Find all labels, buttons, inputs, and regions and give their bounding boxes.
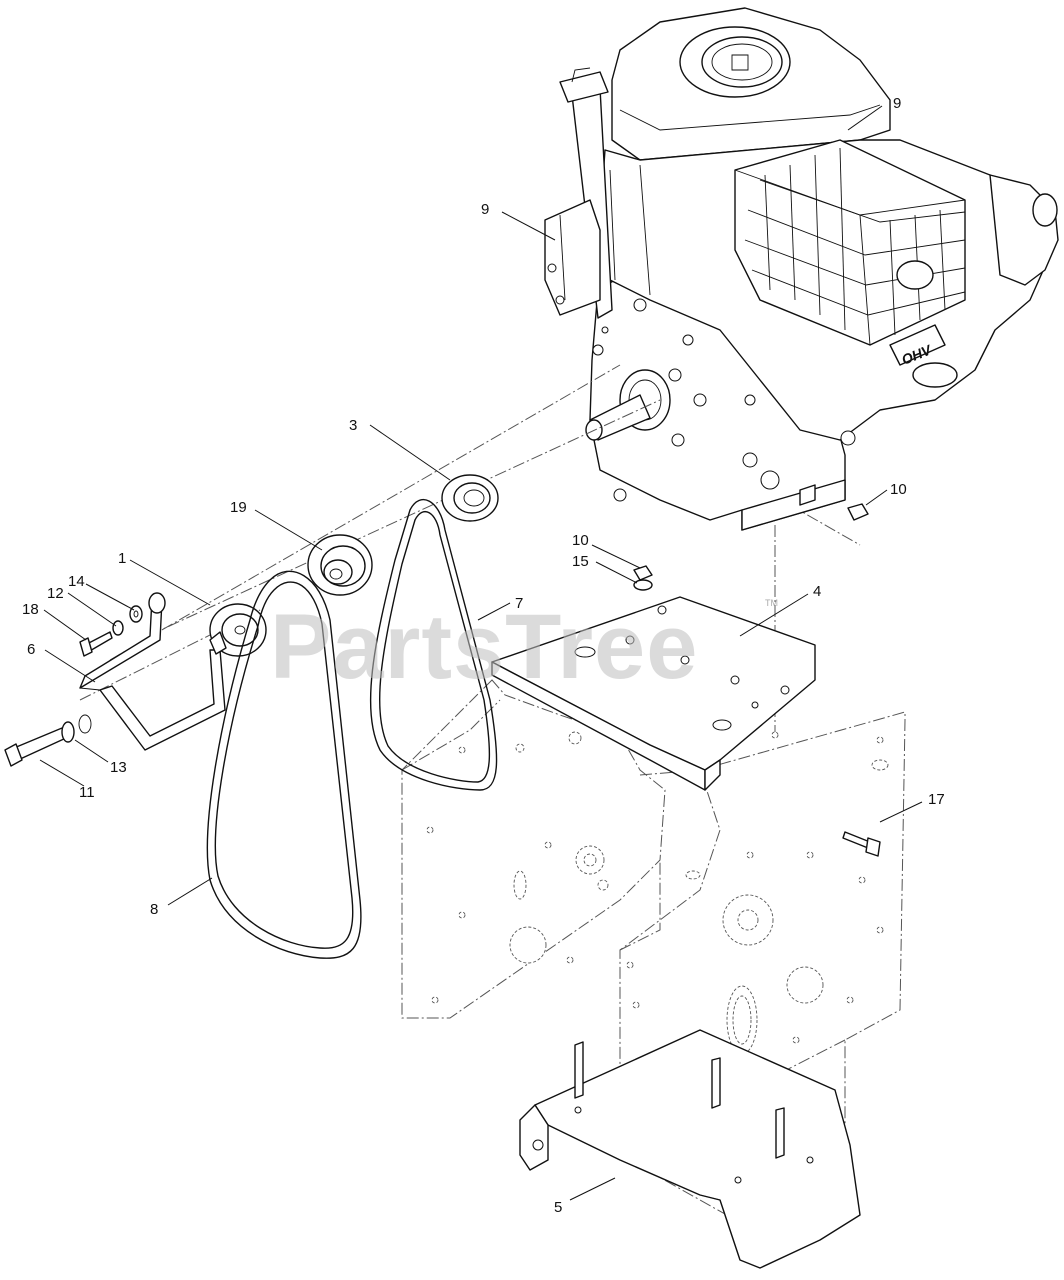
- callout-19: 19: [230, 499, 247, 516]
- callout-17: 17: [928, 791, 945, 808]
- callout-13: 13: [110, 759, 127, 776]
- belt-8: [206, 570, 362, 959]
- callout-1: 1: [118, 550, 126, 567]
- leader-lines: [39, 105, 923, 1201]
- muffler-guard: [734, 139, 966, 346]
- callout-18: 18: [22, 601, 39, 618]
- bolt-11: [4, 727, 67, 767]
- watermark: PartsTree: [270, 596, 698, 698]
- pulley-3: [441, 474, 499, 522]
- callout-8: 8: [150, 901, 158, 918]
- belt-7: [369, 498, 498, 791]
- nut-10-mid: [633, 565, 653, 581]
- pulley-centerline: [149, 399, 661, 636]
- engine-assembly: OHV: [544, 7, 1059, 531]
- crankshaft-centerline: [109, 364, 621, 661]
- callout-9-top: 9: [893, 95, 901, 112]
- callout-9-left: 9: [481, 201, 489, 218]
- callout-11: 11: [79, 784, 95, 801]
- callout-10-mid: 10: [572, 532, 589, 549]
- idler-bracket-6: [79, 592, 227, 751]
- base-bracket-5: [519, 1029, 861, 1269]
- washer-12: [112, 620, 124, 636]
- callout-7: 7: [515, 595, 523, 612]
- nut-10-right: [847, 503, 869, 521]
- bolt-18: [79, 631, 113, 657]
- bolt-17: [842, 831, 881, 857]
- frame-housing-phantom: [401, 504, 906, 1246]
- callout-12: 12: [47, 585, 64, 602]
- callout-6: 6: [27, 641, 35, 658]
- pulley-19: [307, 534, 373, 596]
- callout-10-right: 10: [890, 481, 907, 498]
- callout-4: 4: [813, 583, 821, 600]
- callout-15: 15: [572, 553, 589, 570]
- callout-14: 14: [68, 573, 85, 590]
- callout-3: 3: [349, 417, 357, 434]
- watermark-tm: TM: [765, 598, 778, 608]
- callout-5: 5: [554, 1199, 562, 1216]
- washer-13: [61, 714, 92, 743]
- callout-numbers: 9 9 3 10 19 1 14 12 18 6 10 15 7 4 13 11…: [22, 95, 945, 1216]
- washer-15: [633, 579, 653, 591]
- engine-mount-plate-4: [491, 596, 816, 791]
